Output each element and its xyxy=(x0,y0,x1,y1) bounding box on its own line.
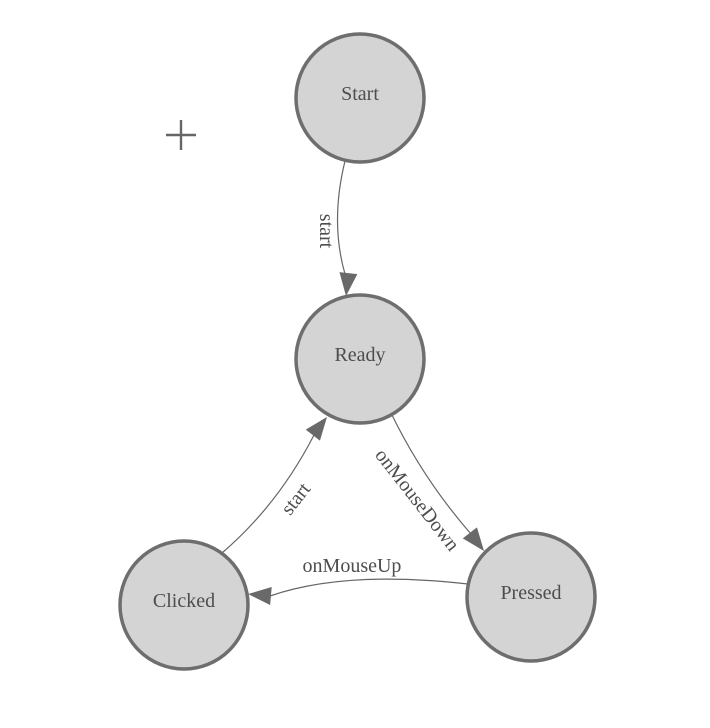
state-circle-ready xyxy=(294,293,426,425)
node-pressed[interactable]: Pressed xyxy=(465,531,597,663)
edge-line-clicked-to-ready xyxy=(221,434,315,554)
node-start[interactable]: Start xyxy=(294,32,426,164)
edge-label-start-to-ready: start xyxy=(315,214,337,249)
edge-line-ready-to-pressed xyxy=(390,412,472,535)
edge-clicked-to-ready[interactable]: start xyxy=(221,417,327,554)
node-label-pressed: Pressed xyxy=(500,582,561,604)
arrowhead-icon xyxy=(248,587,272,605)
crosshair-cursor-icon xyxy=(166,120,196,150)
edge-label-clicked-to-ready: start xyxy=(277,478,316,519)
arrowhead-icon xyxy=(339,272,358,296)
edge-pressed-to-clicked[interactable]: onMouseUp xyxy=(248,555,469,605)
state-circle-clicked xyxy=(118,539,250,671)
edge-label-pressed-to-clicked: onMouseUp xyxy=(303,555,402,577)
edge-start-to-ready[interactable]: start xyxy=(315,160,358,296)
state-circle-start xyxy=(294,32,426,164)
state-circle-pressed xyxy=(465,531,597,663)
edge-line-start-to-ready xyxy=(336,160,346,275)
node-clicked[interactable]: Clicked xyxy=(118,539,250,671)
edge-ready-to-pressed[interactable]: onMouseDown xyxy=(370,412,484,555)
node-label-start: Start xyxy=(341,83,379,105)
node-ready[interactable]: Ready xyxy=(294,293,426,425)
arrowhead-icon xyxy=(462,527,484,551)
node-label-ready: Ready xyxy=(334,344,385,366)
node-label-clicked: Clicked xyxy=(153,590,215,612)
arrowhead-icon xyxy=(305,417,327,441)
edge-line-pressed-to-clicked xyxy=(269,578,469,597)
